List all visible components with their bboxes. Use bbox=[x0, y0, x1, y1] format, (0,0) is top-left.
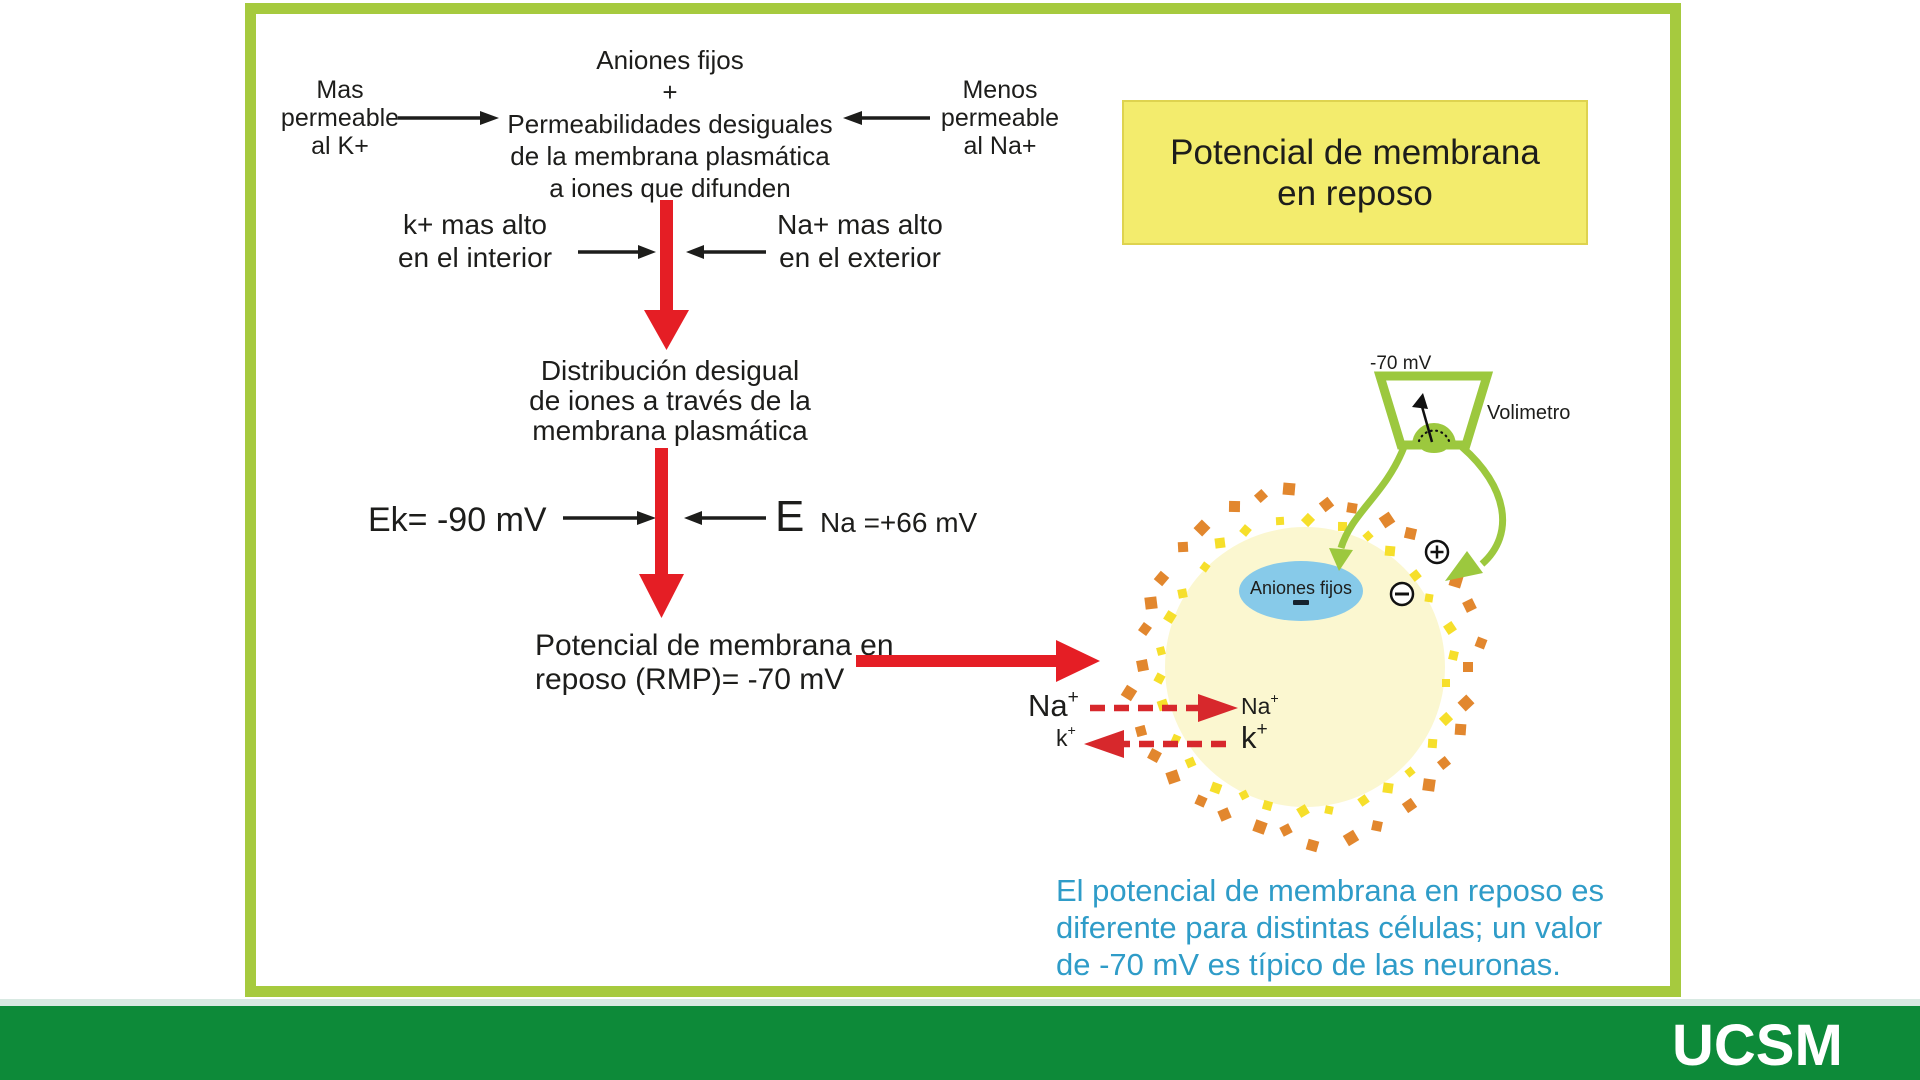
flowchart-line: Permeabilidades desiguales bbox=[507, 109, 833, 139]
ion-symbol: Na bbox=[1241, 693, 1271, 719]
membrane-square bbox=[1177, 542, 1189, 553]
caption-line: de -70 mV es típico de las neuronas. bbox=[1056, 947, 1561, 982]
label-line: de iones a través de la bbox=[529, 385, 811, 416]
membrane-square bbox=[1382, 782, 1394, 795]
label-line: en el interior bbox=[397, 242, 553, 273]
ion-symbol: k bbox=[1241, 720, 1257, 755]
label-ek-value: Ek= -90 mV bbox=[368, 501, 547, 539]
membrane-square bbox=[1384, 545, 1396, 557]
flowchart-line: a iones que difunden bbox=[549, 173, 791, 203]
ucsm-logo: UCSM bbox=[1672, 1013, 1843, 1078]
label-unequal-distribution: Distribución desigual de iones a través … bbox=[505, 356, 835, 446]
membrane-square bbox=[1281, 482, 1296, 496]
label-line: k+ mas alto bbox=[403, 209, 547, 240]
label-k-outside: k+ bbox=[1056, 723, 1076, 752]
footer-bar: UCSM bbox=[0, 1006, 1920, 1080]
membrane-square bbox=[1346, 502, 1359, 514]
label-line: permeable bbox=[280, 104, 400, 132]
label-na-outside: Na+ bbox=[1028, 686, 1079, 724]
voltmeter-reading: -70 mV bbox=[1370, 353, 1432, 374]
ion-symbol: k bbox=[1056, 725, 1068, 751]
ion-charge: + bbox=[1067, 723, 1076, 740]
minus-bar-icon bbox=[1293, 599, 1309, 605]
voltmeter-label: Volimetro bbox=[1487, 402, 1571, 424]
label-less-permeable-na: Menos permeable al Na+ bbox=[920, 76, 1080, 160]
membrane-square bbox=[1229, 501, 1241, 513]
ion-symbol: Na bbox=[1028, 688, 1068, 723]
ion-charge: + bbox=[1067, 686, 1079, 708]
membrane-square bbox=[1454, 723, 1466, 736]
label-line: Menos bbox=[962, 76, 1038, 104]
membrane-square bbox=[1463, 662, 1473, 672]
fixed-anions-ellipse: Aniones fijos bbox=[1239, 561, 1363, 621]
label-line: membrana plasmática bbox=[532, 415, 808, 446]
label-ena-value: Na =+66 mV bbox=[820, 507, 978, 538]
flowchart-line: Aniones fijos bbox=[596, 45, 744, 75]
label-line: reposo (RMP)= -70 mV bbox=[535, 663, 845, 696]
ion-charge: + bbox=[1270, 691, 1279, 708]
membrane-square bbox=[1442, 678, 1451, 687]
membrane-square bbox=[1214, 537, 1226, 549]
label-line: al Na+ bbox=[963, 132, 1037, 160]
membrane-square bbox=[1427, 738, 1438, 749]
label-ena-e: E bbox=[775, 492, 805, 541]
label-more-permeable-k: Mas permeable al K+ bbox=[260, 76, 420, 160]
label-line: al K+ bbox=[311, 132, 369, 160]
label-line: Distribución desigual bbox=[540, 355, 800, 386]
label-k-inside: k+ bbox=[1241, 718, 1268, 756]
caption-line: diferente para distintas células; un val… bbox=[1056, 910, 1603, 945]
membrane-square bbox=[1135, 658, 1149, 672]
membrane-square bbox=[1177, 588, 1188, 599]
label-line: Mas bbox=[316, 76, 364, 104]
membrane-square bbox=[1424, 593, 1434, 603]
membrane-square bbox=[1144, 596, 1158, 610]
label-line: en el exterior bbox=[779, 242, 941, 273]
label-na-higher-outside: Na+ mas alto en el exterior bbox=[765, 208, 955, 274]
caption-line: El potencial de membrana en reposo es bbox=[1056, 873, 1604, 908]
membrane-square bbox=[1275, 516, 1285, 526]
caption-text: El potencial de membrana en reposo es di… bbox=[1056, 872, 1604, 983]
membrane-square bbox=[1338, 521, 1348, 531]
fixed-anions-label: Aniones fijos bbox=[1249, 577, 1353, 598]
slide-title-line: en reposo bbox=[1277, 173, 1433, 213]
flowchart-line: de la membrana plasmática bbox=[510, 141, 830, 171]
label-line: permeable bbox=[940, 104, 1060, 132]
slide-title-box: Potencial de membrana en reposo bbox=[1122, 100, 1588, 245]
label-resting-potential: Potencial de membrana en reposo (RMP)= -… bbox=[535, 629, 894, 697]
footer-stripe bbox=[0, 999, 1920, 1006]
membrane-square bbox=[1421, 778, 1436, 792]
label-k-higher-inside: k+ mas alto en el interior bbox=[380, 208, 570, 274]
label-na-inside: Na+ bbox=[1241, 691, 1279, 720]
slide-title-line: Potencial de membrana bbox=[1170, 132, 1540, 172]
label-line: Potencial de membrana en bbox=[535, 629, 894, 662]
label-line: Na+ mas alto bbox=[777, 209, 943, 240]
flowchart-top-block: Aniones fijos + Permeabilidades desigual… bbox=[490, 44, 850, 204]
flowchart-line: + bbox=[662, 77, 678, 107]
ion-charge: + bbox=[1256, 718, 1268, 740]
